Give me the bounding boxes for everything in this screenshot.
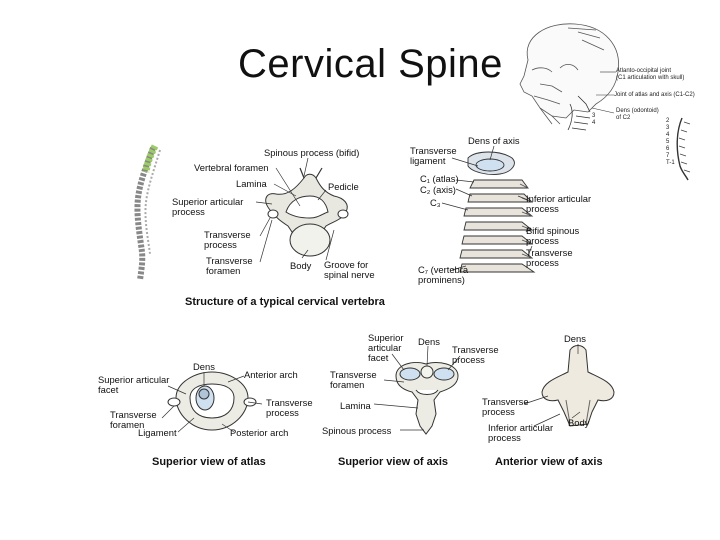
axis-transverse-foramen-label: Transverse foramen bbox=[330, 369, 377, 390]
lateral-column-illustration bbox=[459, 151, 536, 273]
anterior-inferior-articular-label: Inferior articular process bbox=[488, 422, 554, 443]
c1-label: C₁ (atlas) bbox=[420, 173, 459, 184]
transverse-ligament-label: Transverse ligament bbox=[410, 145, 457, 166]
axis-superior-caption: Superior view of axis bbox=[338, 456, 449, 468]
c2-label: C₂ (axis) bbox=[420, 184, 456, 195]
atlas-illustration bbox=[167, 371, 257, 431]
axis-anterior-illustration bbox=[541, 345, 615, 427]
atlas-superior-facet-label: Superior articular facet bbox=[98, 374, 170, 395]
typical-leader-lines bbox=[255, 157, 335, 263]
anterior-dens-label: Dens bbox=[564, 333, 586, 344]
axis-superior-leader-lines bbox=[373, 345, 461, 431]
lamina-label: Lamina bbox=[236, 178, 267, 189]
vertebral-column-illustration bbox=[134, 144, 161, 281]
superior-articular-process-label: Superior articular process bbox=[172, 196, 244, 217]
axis-lamina-label: Lamina bbox=[340, 400, 371, 411]
atlas-dens-label: Dens bbox=[193, 361, 215, 372]
atlanto-occipital-label: Atlanto-occipital joint (C1 articulation… bbox=[616, 68, 685, 81]
axis-superior-facet-label: Superior articular facet bbox=[368, 332, 404, 363]
typical-vertebra-caption: Structure of a typical cervical vertebra bbox=[185, 296, 385, 308]
dens-of-axis-label: Dens of axis bbox=[468, 135, 520, 146]
body-label: Body bbox=[290, 260, 312, 271]
axis-transverse-process-label: Transverse process bbox=[452, 344, 499, 365]
ligament-label: Ligament bbox=[138, 427, 177, 438]
vertebral-foramen-label: Vertebral foramen bbox=[194, 162, 269, 173]
axis-anterior-caption: Anterior view of axis bbox=[495, 456, 603, 468]
spinous-process-label: Spinous process (bifid) bbox=[264, 147, 360, 158]
skull-numbers-right: 2 3 4 5 6 7 T-1 bbox=[666, 118, 675, 166]
c7-label: C₇ (vertebra prominens) bbox=[418, 264, 469, 285]
axis-anterior-leader-lines bbox=[523, 344, 581, 427]
lateral-leader-lines bbox=[441, 145, 533, 271]
anterior-arch-label: Anterior arch bbox=[244, 369, 298, 380]
groove-label: Groove for spinal nerve bbox=[324, 259, 375, 280]
atlas-leader-lines bbox=[161, 372, 263, 433]
anterior-body-label: Body bbox=[568, 417, 590, 428]
posterior-arch-label: Posterior arch bbox=[230, 427, 289, 438]
axis-superior-illustration bbox=[395, 362, 459, 435]
lateral-transverse-process-label: Transverse process bbox=[526, 247, 573, 268]
dens-odontoid-label: Dens (odontoid) of C2 bbox=[616, 108, 659, 121]
slide-title: Cervical Spine bbox=[238, 42, 503, 86]
skull-numbers-left: 3 4 bbox=[592, 113, 596, 126]
anterior-transverse-process-label: Transverse process bbox=[482, 396, 529, 417]
pedicle-label: Pedicle bbox=[328, 181, 359, 192]
atlas-transverse-foramen-label: Transverse foramen bbox=[110, 409, 157, 430]
c3-label: C₃ bbox=[430, 197, 441, 208]
transverse-process-label: Transverse process bbox=[204, 229, 251, 250]
axis-spinous-process-label: Spinous process bbox=[322, 425, 392, 436]
atlas-axis-joint-label: Joint of atlas and axis (C1-C2) bbox=[614, 92, 695, 98]
inferior-articular-label: Inferior articular process bbox=[526, 193, 592, 214]
axis-dens-label: Dens bbox=[418, 336, 440, 347]
atlas-transverse-process-label: Transverse process bbox=[266, 397, 313, 418]
skull-neck-illustration bbox=[519, 23, 691, 181]
bifid-spinous-label: Bifid spinous process bbox=[526, 225, 580, 246]
transverse-foramen-label: Transverse foramen bbox=[206, 255, 253, 276]
atlas-caption: Superior view of atlas bbox=[152, 456, 266, 468]
typical-vertebra-illustration bbox=[265, 167, 349, 257]
